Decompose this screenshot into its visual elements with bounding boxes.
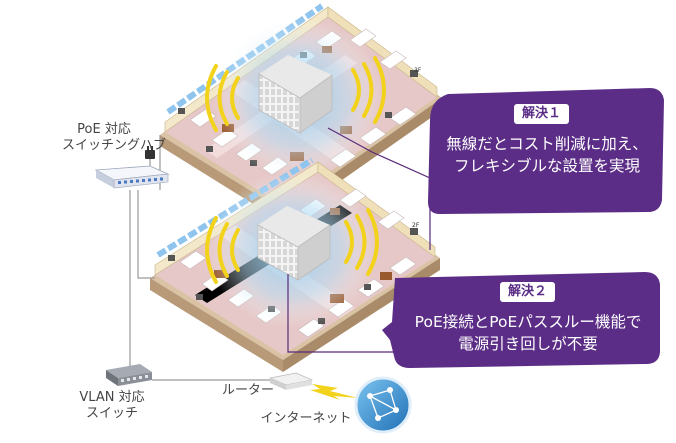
callout-badge-2: 解決２ bbox=[500, 282, 556, 302]
switch-icon bbox=[94, 165, 170, 189]
wave-icon bbox=[205, 208, 379, 284]
callout-leaders bbox=[287, 127, 431, 353]
upper-floor: 3F bbox=[160, 3, 442, 222]
callout-shape-2 bbox=[382, 272, 660, 368]
svg-text:3F: 3F bbox=[414, 67, 422, 74]
router-icon bbox=[268, 372, 314, 390]
ap-device-icon bbox=[257, 206, 331, 281]
callout-shape-1 bbox=[428, 88, 664, 214]
wave-icon bbox=[205, 56, 386, 132]
globe-icon bbox=[354, 376, 412, 434]
callout-badge-1: 解決１ bbox=[514, 104, 570, 124]
callout-text-2: PoE接続とPoEパススルー機能で 電源引き回しが不要 bbox=[414, 313, 642, 353]
vlan-switch-icon bbox=[106, 364, 152, 386]
poe-switch-label: PoE 対応 スイッチングハブ bbox=[62, 122, 167, 153]
svg-text:2F: 2F bbox=[412, 222, 420, 229]
internet-label: インターネット bbox=[260, 411, 352, 426]
ap-device-icon bbox=[258, 55, 333, 134]
router-label: ルーター bbox=[221, 383, 274, 398]
lightning-icon bbox=[310, 384, 358, 400]
callout-text-1: 無線だとコスト削減に加え、 フレキシブルな設置を実現 bbox=[446, 135, 648, 175]
lower-floor: 2F bbox=[150, 157, 440, 372]
vlan-switch-label: VLAN 対応 スイッチ bbox=[79, 390, 145, 421]
plug-icon bbox=[145, 146, 155, 159]
